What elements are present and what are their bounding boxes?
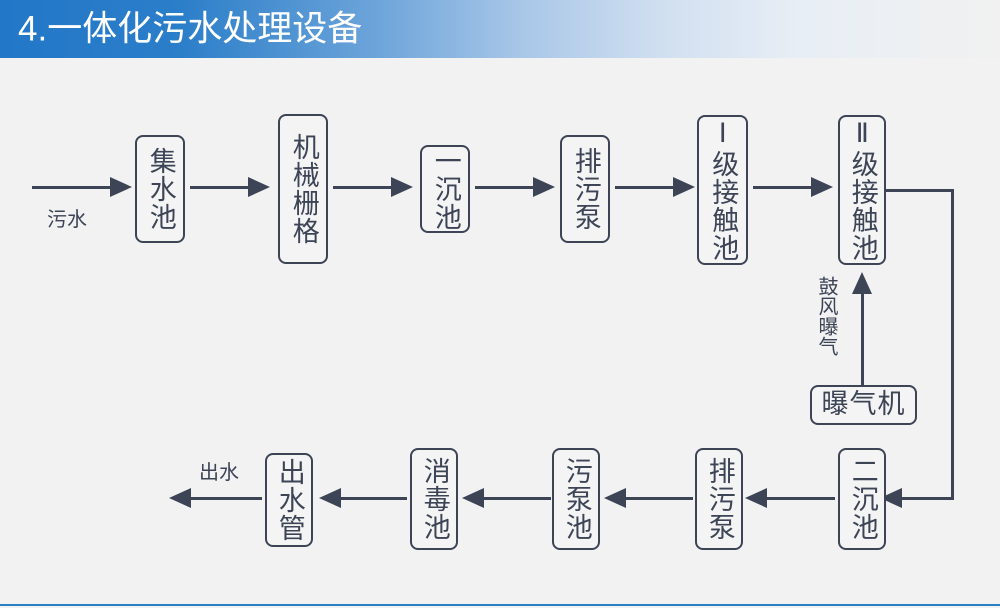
connector-yichenchi-paiwubeng1 bbox=[475, 186, 537, 189]
connector-wubengchi-xiaoduchi bbox=[481, 497, 551, 500]
connector-jixieshange-yichenchi bbox=[333, 186, 395, 189]
edge-label-aeration: 鼓风曝气 bbox=[815, 276, 837, 356]
node-baoqiji[interactable]: 曝气机 bbox=[810, 385, 917, 425]
arrow-paiwubeng2-wubengchi bbox=[604, 488, 626, 508]
edge-label-inlet: 污水 bbox=[47, 209, 87, 231]
arrow-yichenchi-paiwubeng1 bbox=[533, 177, 555, 197]
page-header: 4.一体化污水处理设备 bbox=[0, 0, 1000, 58]
connector-baoqiji-jiechuchi2 bbox=[861, 293, 864, 387]
arrow-jiechuchi1-jiechuchi2 bbox=[811, 177, 833, 197]
arrow-jixieshange-yichenchi bbox=[391, 177, 413, 197]
node-jiechuchi-1[interactable]: Ⅰ级接触池 bbox=[697, 115, 748, 265]
edge-label-outlet: 出水 bbox=[199, 462, 239, 484]
node-jiechuchi-2[interactable]: Ⅱ级接触池 bbox=[838, 115, 886, 265]
connector-inlet-line bbox=[32, 186, 114, 189]
node-wubengchi[interactable]: 污泵池 bbox=[552, 448, 600, 550]
arrow-paiwubeng1-jiechuchi1 bbox=[673, 177, 695, 197]
arrow-aeration-up bbox=[852, 272, 872, 294]
connector-erchenchi-paiwubeng2 bbox=[763, 497, 835, 500]
connector-jishuichi-jixieshange bbox=[190, 186, 252, 189]
connector-jiechuchi2-right bbox=[886, 189, 954, 192]
footer-rule bbox=[0, 604, 1000, 606]
arrow-outlet bbox=[169, 488, 191, 508]
connector-paiwubeng2-wubengchi bbox=[623, 497, 693, 500]
connector-xiaoduchi-chushuiguan bbox=[337, 497, 407, 500]
node-xiaoduchi[interactable]: 消毒池 bbox=[410, 448, 458, 550]
arrow-jishuichi-jixieshange bbox=[248, 177, 270, 197]
arrow-erchenchi-paiwubeng2 bbox=[745, 488, 767, 508]
connector-right-vertical bbox=[951, 189, 954, 500]
connector-outlet-line bbox=[190, 497, 262, 500]
arrow-wubengchi-xiaoduchi bbox=[462, 488, 484, 508]
process-flow-diagram: 污水 集水池 机械栅格 一沉池 排污泵 Ⅰ级接触池 Ⅱ级接触池 鼓风曝气 曝气机… bbox=[0, 58, 1000, 604]
node-erchenchi[interactable]: 二沉池 bbox=[838, 448, 886, 550]
node-paiwubeng-2[interactable]: 排污泵 bbox=[695, 448, 743, 550]
node-chushuiguan[interactable]: 出水管 bbox=[265, 453, 313, 547]
arrow-inlet bbox=[110, 177, 132, 197]
connector-jiechuchi1-jiechuchi2 bbox=[753, 186, 815, 189]
node-jishuichi[interactable]: 集水池 bbox=[135, 135, 185, 243]
node-jixieshange[interactable]: 机械栅格 bbox=[278, 114, 328, 264]
page-title: 4.一体化污水处理设备 bbox=[18, 9, 363, 49]
connector-right-to-erchenchi bbox=[900, 497, 954, 500]
arrow-xiaoduchi-chushuiguan bbox=[319, 488, 341, 508]
node-yichenchi[interactable]: 一沉池 bbox=[420, 145, 470, 233]
node-paiwubeng-1[interactable]: 排污泵 bbox=[560, 135, 610, 243]
connector-paiwubeng1-jiechuchi1 bbox=[615, 186, 677, 189]
